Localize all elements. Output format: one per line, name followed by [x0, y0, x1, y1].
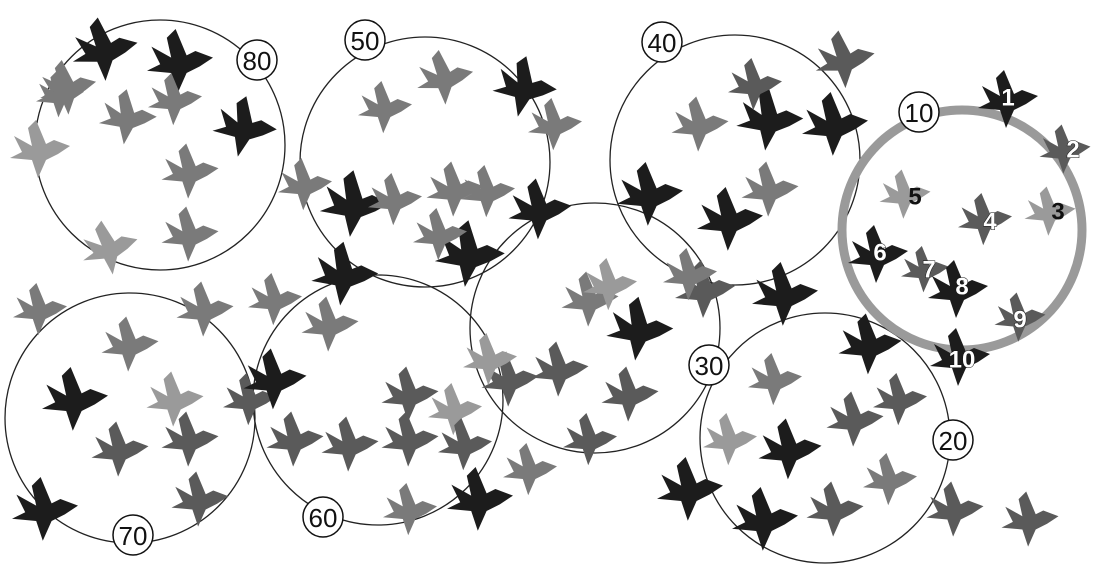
label-badge-70: 70	[112, 514, 154, 556]
bird-silhouette-icon	[10, 120, 70, 178]
bird-silhouette-icon	[563, 413, 617, 466]
label-50: 50	[351, 26, 380, 56]
bird-silhouette-icon	[381, 411, 439, 467]
bird-silhouette-icon	[11, 477, 78, 541]
bird-silhouette-icon	[171, 471, 229, 527]
bird-silhouette-icon	[732, 487, 798, 551]
bird-silhouette-icon	[926, 481, 984, 537]
circle-40	[609, 34, 861, 286]
bird-silhouette-icon	[741, 161, 799, 217]
bird-silhouette-icon	[147, 29, 213, 93]
numbered-bird-label: 4	[983, 209, 997, 236]
bird-silhouette-icon	[91, 421, 149, 477]
label-40: 40	[648, 28, 677, 58]
bird-silhouette-icon	[438, 418, 492, 471]
numbered-bird-label: 2	[1066, 137, 1079, 164]
label-badge-30: 30	[688, 344, 730, 386]
bird-silhouette-icon	[802, 92, 868, 156]
bird-silhouette-icon	[703, 413, 757, 466]
label-badge-80: 80	[236, 39, 278, 81]
bird-silhouette-icon	[617, 162, 683, 226]
bird-silhouette-icon	[381, 366, 439, 422]
bird-silhouette-icon	[161, 143, 219, 199]
bird-silhouette-icon	[879, 169, 931, 219]
bird-silhouette-icon	[414, 47, 476, 107]
bird-silhouette-icon	[161, 206, 219, 262]
label-70: 70	[119, 521, 148, 551]
numbered-bird-label: 6	[873, 240, 886, 267]
bird-silhouette-icon	[601, 366, 659, 422]
numbered-bird-label: 3	[1051, 199, 1064, 226]
bird-silhouette-icon	[863, 453, 917, 506]
circle-30	[469, 202, 721, 454]
bird-silhouette-icon	[826, 391, 884, 447]
bird-flock	[10, 14, 1059, 551]
bird-silhouette-icon	[671, 96, 729, 152]
bird-silhouette-icon	[266, 411, 324, 467]
bird-silhouette-icon	[748, 353, 802, 406]
label-badge-40: 40	[641, 21, 683, 63]
label-badge-10: 10	[898, 91, 940, 133]
bird-silhouette-icon	[146, 371, 204, 427]
bird-silhouette-icon	[301, 296, 359, 352]
bird-silhouette-icon	[358, 81, 412, 134]
numbered-bird-label: 5	[908, 184, 921, 211]
bird-silhouette-icon	[806, 481, 864, 537]
label-60: 60	[309, 503, 338, 533]
bird-silhouette-icon	[728, 58, 782, 111]
bird-silhouette-icon	[208, 91, 282, 163]
bird-silhouette-icon	[531, 341, 589, 397]
numbered-bird-label: 1	[1001, 85, 1014, 112]
bird-silhouette-icon	[37, 57, 99, 117]
bird-silhouette-icon	[503, 443, 557, 496]
highlight-ring-10	[837, 105, 1087, 355]
numbered-bird-label: 10	[949, 347, 976, 374]
bird-silhouette-icon	[1024, 186, 1076, 236]
numbered-bird-label: 8	[955, 274, 968, 301]
bird-silhouette-icon	[752, 262, 818, 326]
label-badge-20: 20	[932, 419, 974, 461]
bird-silhouette-icon	[604, 294, 676, 364]
label-80: 80	[243, 46, 272, 76]
bird-silhouette-icon	[447, 467, 513, 531]
circle-60	[252, 274, 504, 526]
bird-silhouette-icon	[176, 281, 234, 337]
bird-silhouette-icon	[101, 316, 159, 372]
bird-silhouette-icon	[248, 273, 302, 326]
label-10: 10	[905, 98, 934, 128]
bird-silhouette-icon	[278, 158, 332, 211]
bird-silhouette-icon	[42, 367, 108, 431]
numbered-birds: 1 2 3 4 5 6 78 9 10	[848, 70, 1091, 386]
bird-silhouette-icon	[758, 418, 822, 480]
bird-silhouette-icon	[657, 457, 723, 521]
label-badge-50: 50	[344, 19, 386, 61]
label-20: 20	[939, 426, 968, 456]
bird-silhouette-icon	[161, 411, 219, 467]
region-labels: 80 50 40 10 70 60 30 20	[112, 19, 974, 556]
bird-silhouette-icon	[734, 84, 806, 154]
bird-silhouette-icon	[309, 239, 381, 309]
bird-silhouette-icon	[383, 483, 437, 536]
bird-silhouette-icon	[97, 87, 159, 147]
bird-silhouette-icon	[1001, 491, 1059, 547]
numbered-bird-label: 9	[1013, 307, 1026, 334]
bird-silhouette-icon	[812, 27, 878, 91]
label-badge-60: 60	[302, 496, 344, 538]
label-30: 30	[695, 351, 724, 381]
bird-silhouette-icon	[12, 283, 67, 336]
numbered-bird-label: 7	[922, 257, 935, 284]
bird-silhouette-icon	[321, 416, 379, 472]
